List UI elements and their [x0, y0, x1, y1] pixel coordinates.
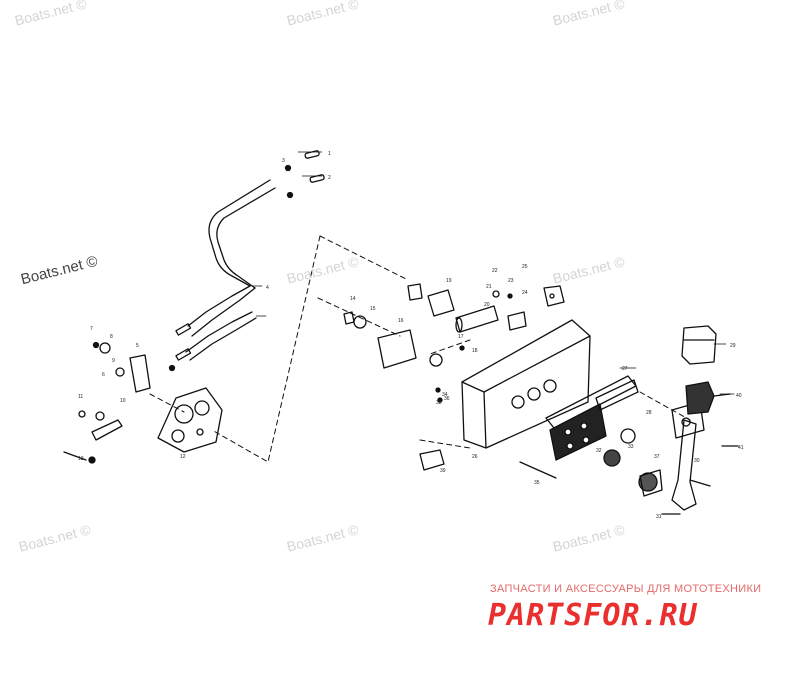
callout-33: 33	[628, 444, 634, 450]
callout-31: 31	[656, 514, 662, 520]
front-panel-gasket	[545, 375, 639, 461]
control-knobs	[603, 428, 663, 497]
callout-36: 36	[444, 396, 450, 402]
left-bracket-hardware	[63, 341, 176, 464]
cable-end-fittings	[175, 150, 325, 361]
callout-9: 9	[112, 358, 115, 364]
callout-23: 23	[508, 278, 514, 284]
control-box-housing	[461, 319, 591, 449]
callout-19: 19	[446, 278, 452, 284]
callout-30: 30	[694, 458, 700, 464]
callout-2: 2	[328, 175, 331, 181]
callout-leader-lines	[251, 151, 735, 395]
callout-28: 28	[646, 410, 652, 416]
lever-handle-cover	[681, 325, 717, 365]
callout-25: 25	[522, 264, 528, 270]
callout-17: 17	[458, 334, 464, 340]
callout-1: 1	[328, 151, 331, 157]
callout-29: 29	[730, 343, 736, 349]
callout-15: 15	[370, 306, 376, 312]
callout-21: 21	[486, 284, 492, 290]
lever-plug	[685, 381, 731, 415]
callout-24: 24	[522, 290, 528, 296]
callout-12: 12	[180, 454, 186, 460]
callout-6: 6	[102, 372, 105, 378]
shift-lever	[671, 401, 711, 511]
callout-26: 26	[472, 454, 478, 460]
callout-11: 11	[78, 394, 83, 400]
callout-10: 10	[120, 398, 126, 404]
callout-41: 41	[738, 445, 744, 451]
callout-13: 13	[78, 456, 84, 462]
callout-32: 32	[596, 448, 602, 454]
callout-27: 27	[622, 366, 628, 372]
callout-7: 7	[90, 326, 93, 332]
gear-housing-plate	[157, 387, 223, 453]
callout-4: 4	[266, 285, 269, 291]
callout-5: 5	[136, 343, 139, 349]
control-cable-upper	[185, 179, 276, 361]
callout-37: 37	[654, 454, 660, 460]
callout-8: 8	[110, 334, 113, 340]
part-number-callouts: 1 2 3 4 5 6 7 8 9 10 11 12 13 14 15 16 1…	[78, 151, 744, 520]
callout-16: 16	[398, 318, 404, 324]
assembly-guide-lines	[149, 235, 691, 463]
callout-22: 22	[492, 268, 498, 274]
callout-20: 20	[484, 302, 490, 308]
upper-center-hardware	[343, 283, 565, 369]
callout-39: 39	[440, 468, 446, 474]
callout-34: 34	[442, 392, 448, 398]
callout-40: 40	[736, 393, 742, 399]
callout-38: 38	[436, 400, 442, 406]
callout-18: 18	[472, 348, 478, 354]
brand-subtitle: ЗАПЧАСТИ И АКСЕССУАРЫ ДЛЯ МОТОТЕХНИКИ	[490, 583, 762, 595]
misc-fasteners	[419, 345, 739, 515]
callout-14: 14	[350, 296, 356, 302]
brand-logo-text: PARTSFOR.RU	[488, 598, 698, 633]
callout-35: 35	[534, 480, 540, 486]
callout-3: 3	[282, 158, 285, 164]
